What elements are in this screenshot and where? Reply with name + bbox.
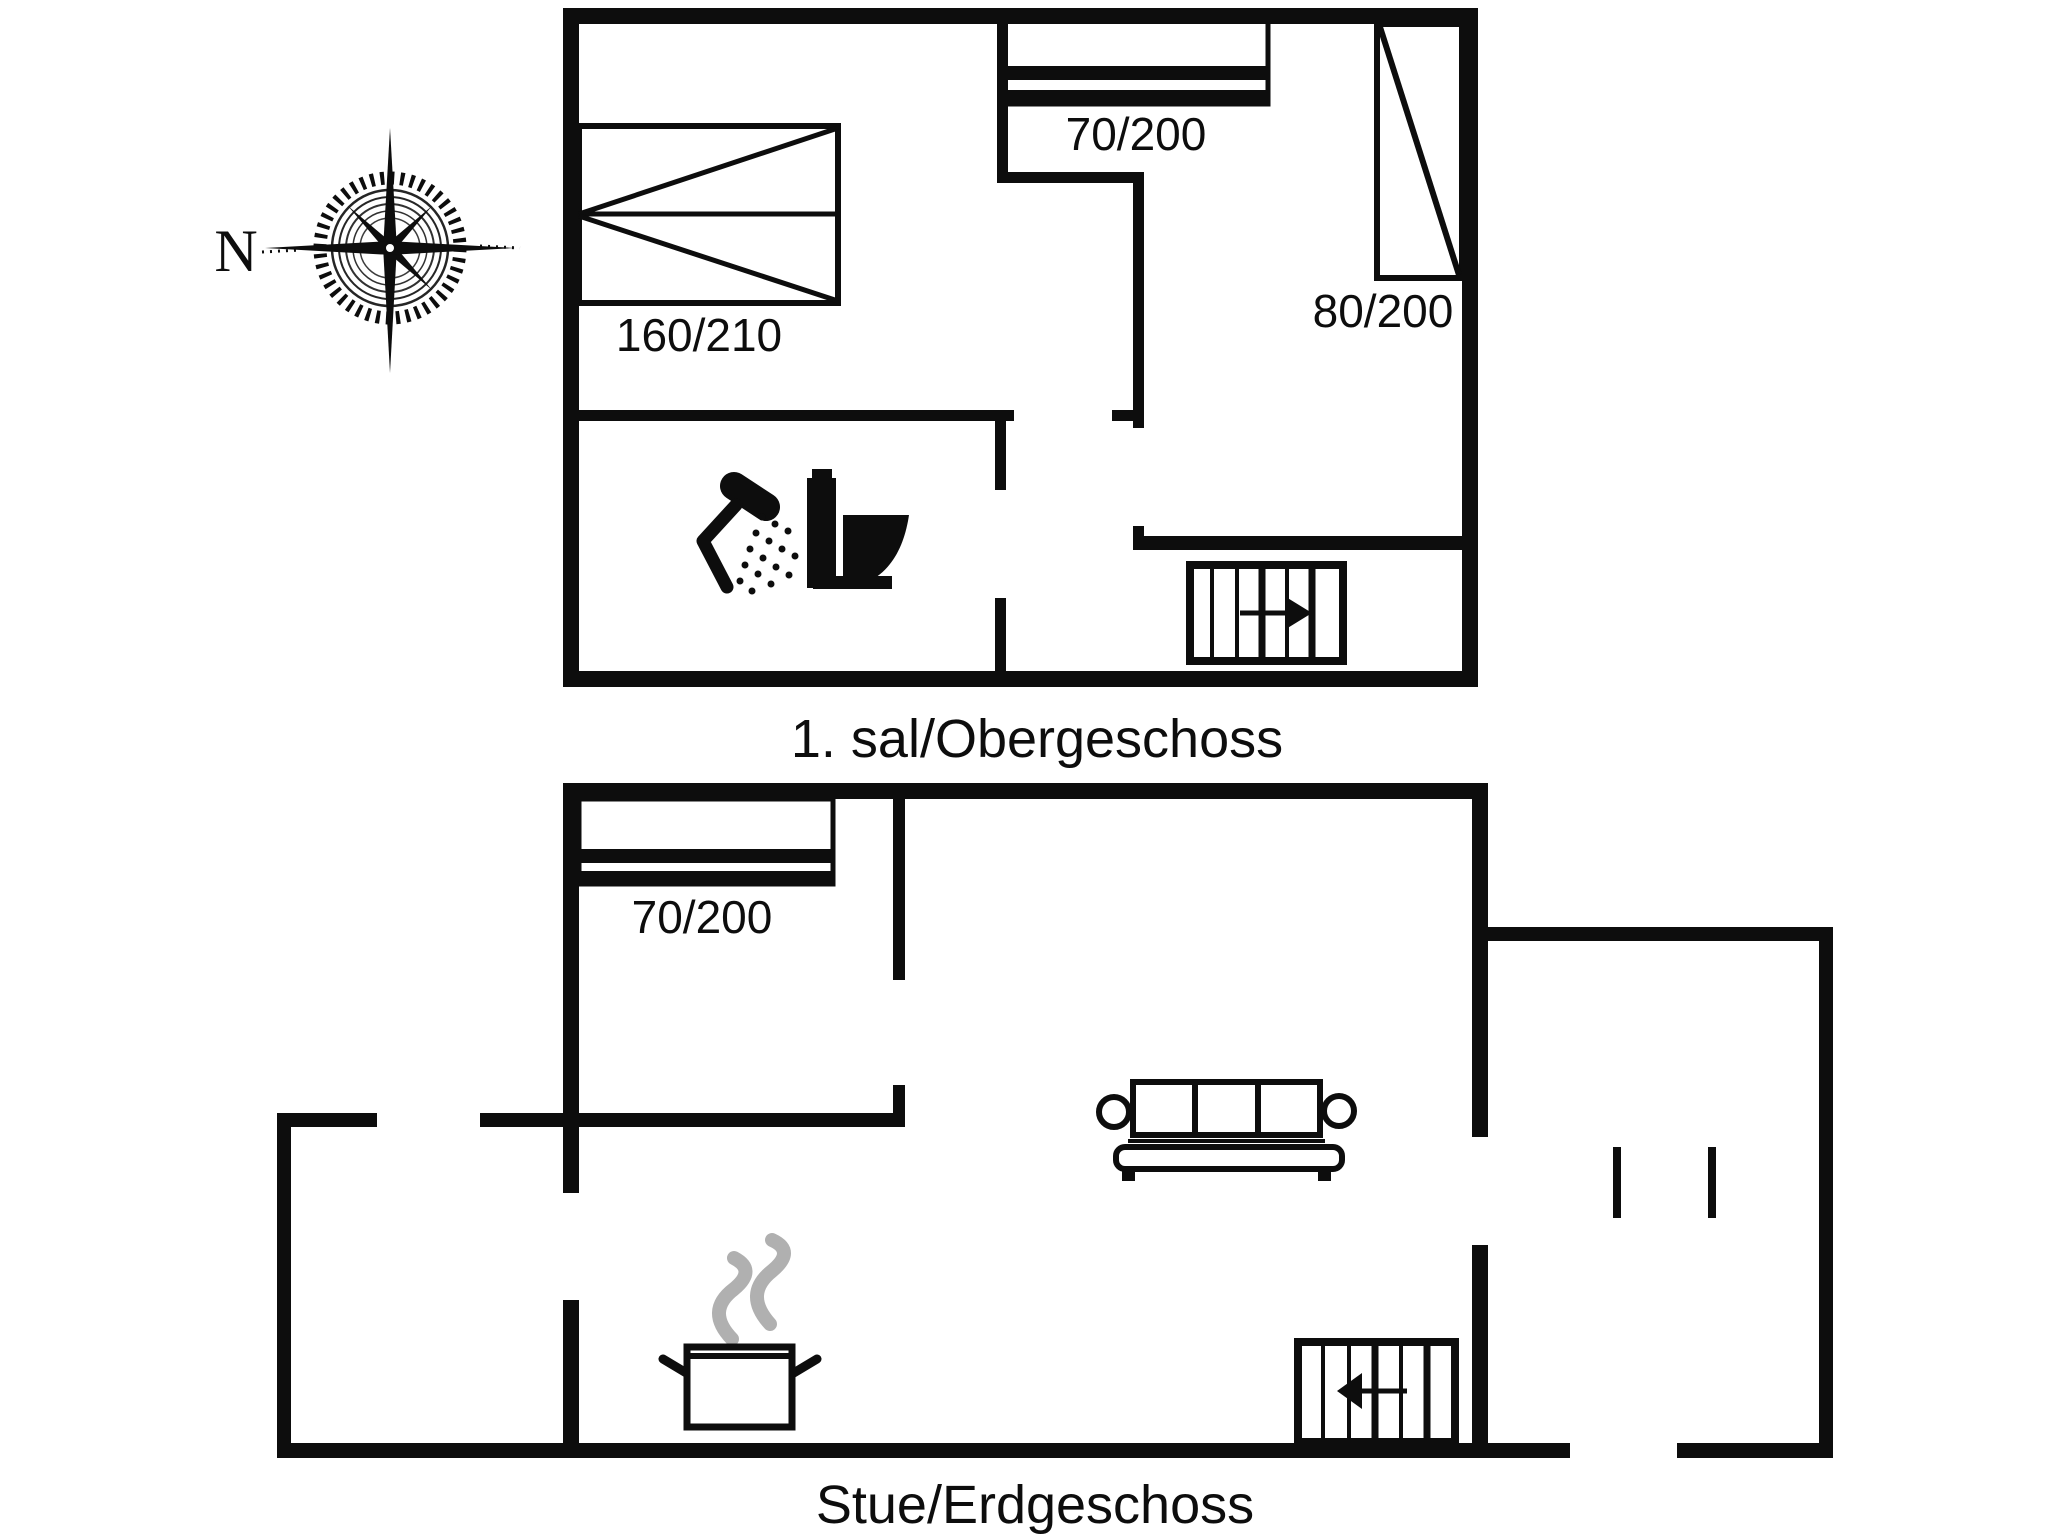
toilet-icon xyxy=(807,469,909,589)
ground-interior-walls xyxy=(893,799,905,1127)
stairs-up-arrow xyxy=(1286,597,1312,629)
single-bed-80x200 xyxy=(1374,21,1465,281)
staircase-upper xyxy=(1186,561,1347,665)
sofa-icon xyxy=(1096,1079,1357,1181)
compass-north-letter: N xyxy=(214,218,257,284)
bed-label-160-210: 160/210 xyxy=(616,309,782,361)
compass-rose: N xyxy=(214,128,521,373)
compass-north-point xyxy=(383,128,397,250)
terrace-right-walls xyxy=(1488,927,1833,1458)
single-bed-70x200-ground xyxy=(576,796,836,887)
steam-icon xyxy=(712,1251,753,1346)
ground-outer-walls xyxy=(277,783,1833,1458)
bed-label-70-200-ground: 70/200 xyxy=(632,891,773,943)
bed-label-70-200-upper: 70/200 xyxy=(1066,108,1207,160)
bed-label-80-200: 80/200 xyxy=(1313,285,1454,337)
shower-spray-dots xyxy=(736,513,799,595)
staircase-ground xyxy=(1294,1338,1459,1446)
ground-floor-plan: 70/200 xyxy=(277,783,1833,1535)
door-post-right xyxy=(1708,1147,1716,1218)
cooking-pot-icon xyxy=(658,1233,822,1431)
shower-icon xyxy=(696,472,799,595)
single-bed-70x200-upper xyxy=(999,11,1271,107)
ground-floor-label: Stue/Erdgeschoss xyxy=(816,1475,1254,1535)
upper-floor-plan: 160/210 70/200 80/200 xyxy=(563,8,1478,769)
steam-icon xyxy=(750,1233,791,1331)
upper-floor-label: 1. sal/Obergeschoss xyxy=(791,709,1283,769)
stairs-down-arrow xyxy=(1337,1373,1362,1409)
double-bed-160x210 xyxy=(576,123,841,306)
terrace-left-walls xyxy=(277,1113,905,1458)
door-post-left xyxy=(1613,1147,1621,1218)
